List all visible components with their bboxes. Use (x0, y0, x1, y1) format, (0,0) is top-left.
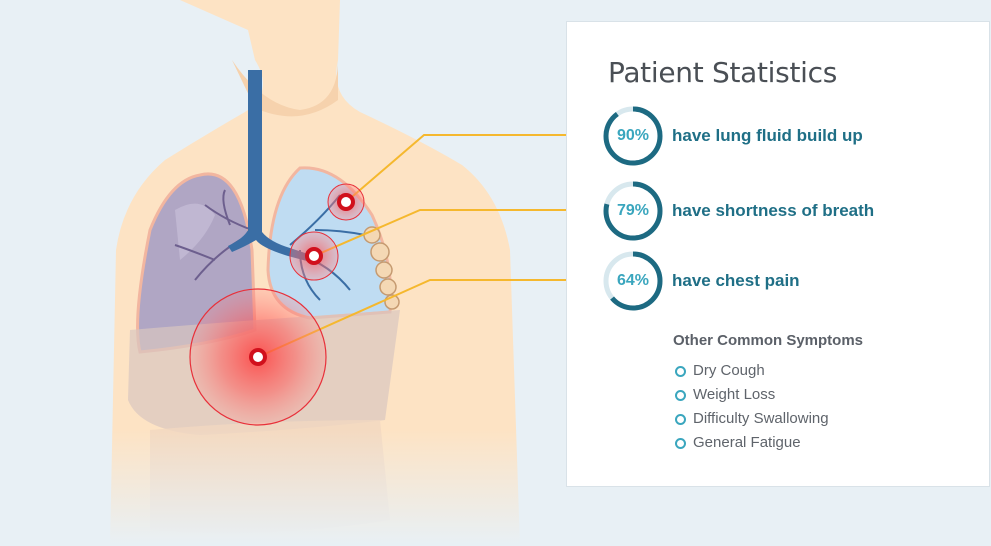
lymph-nodes (363, 226, 400, 310)
left-lung-highlight (175, 203, 215, 260)
hotspot-shortness-breath (289, 231, 339, 281)
stat-shortness-breath: 79% have shortness of breath (602, 180, 982, 242)
progress-ring (603, 181, 663, 241)
bullet-circle-icon (675, 390, 686, 401)
bullet-circle-icon (675, 414, 686, 425)
stat-percent: 79% (616, 202, 650, 219)
patient-statistics-panel: Patient Statistics 90% have lung fluid b… (566, 21, 990, 487)
progress-ring (603, 106, 663, 166)
stat-chest-pain: 64% have chest pain (602, 250, 982, 312)
stat-lung-fluid: 90% have lung fluid build up (602, 105, 982, 167)
trachea (228, 70, 320, 264)
bullet-circle-icon (675, 438, 686, 449)
hotspot-chest-pain (189, 288, 327, 426)
progress-ring (603, 251, 663, 311)
stat-label: have chest pain (672, 271, 800, 290)
bullet-circle-icon (675, 366, 686, 377)
stat-percent: 64% (616, 272, 650, 289)
stat-label: have shortness of breath (672, 201, 875, 220)
other-symptoms-title: Other Common Symptoms (673, 332, 864, 349)
stat-label: have lung fluid build up (672, 126, 863, 145)
stat-percent: 90% (616, 127, 650, 144)
hotspot-lung-fluid (327, 183, 365, 221)
panel-title: Patient Statistics (608, 56, 837, 89)
